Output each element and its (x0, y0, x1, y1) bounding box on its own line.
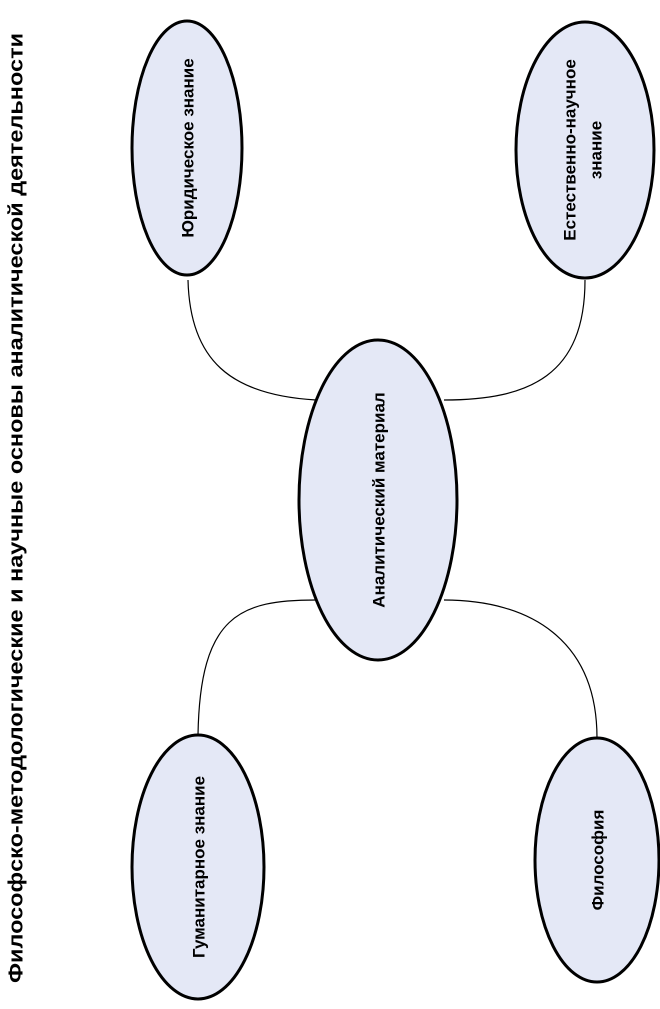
node-natural-science-knowledge-label-line2: знание (586, 121, 605, 179)
node-philosophy-label: Философия (588, 810, 607, 911)
node-humanities-knowledge-label: Гуманитарное знание (189, 776, 208, 958)
node-natural-science-knowledge-label-line1: Естественно-научное (560, 59, 579, 241)
node-analytical-material-shape (297, 338, 459, 662)
node-philosophy-shape (533, 736, 660, 984)
node-analytical-material: Аналитический материал (297, 338, 459, 662)
connector-center-to-humanities (197, 599, 317, 736)
node-legal-knowledge: Юридическое знание (130, 19, 244, 277)
node-legal-knowledge-shape (130, 19, 244, 277)
node-philosophy: Философия (533, 736, 660, 984)
connector-center-to-legal (187, 279, 317, 401)
diagram-title: Философско-методологические и научные ос… (5, 33, 27, 983)
node-humanities-knowledge: Гуманитарное знание (130, 733, 266, 1001)
node-analytical-material-label: Аналитический материал (369, 392, 388, 607)
connector-center-to-philosophy (443, 599, 598, 739)
node-humanities-knowledge-shape (130, 733, 266, 1001)
node-natural-science-knowledge: Естественно-научное знание (514, 20, 656, 280)
connector-center-to-natural-science (443, 279, 586, 401)
node-legal-knowledge-label: Юридическое знание (178, 58, 197, 237)
node-natural-science-knowledge-shape (514, 20, 656, 280)
